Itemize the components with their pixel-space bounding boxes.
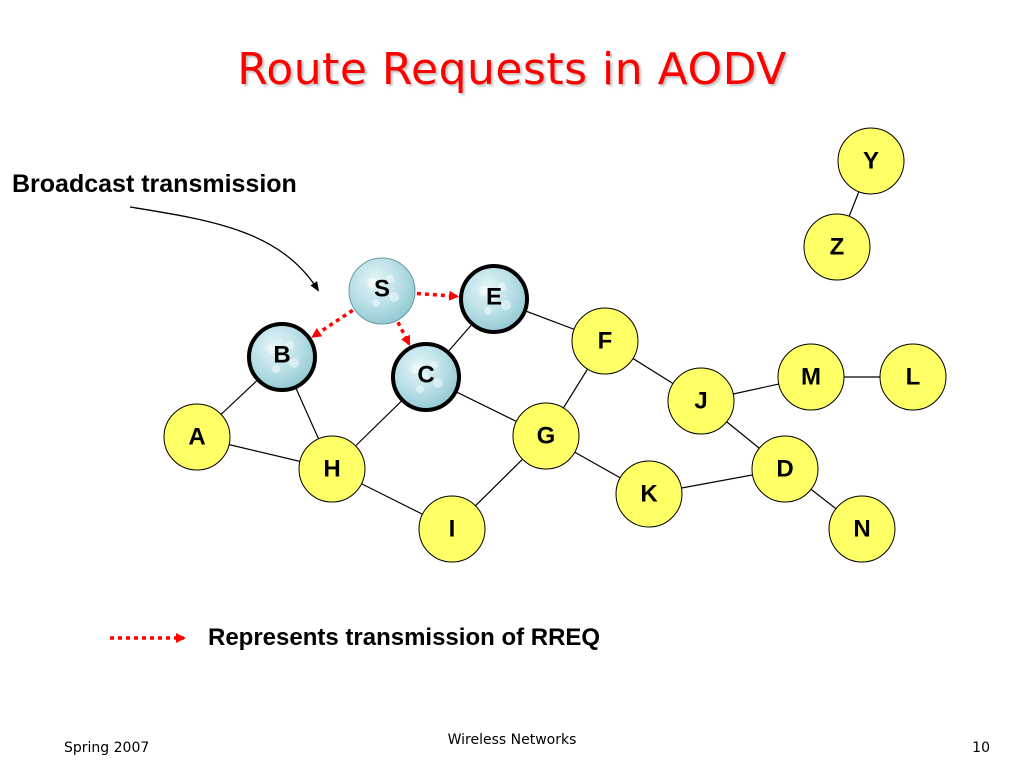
node-s-label: S [374, 276, 390, 303]
node-l: L [879, 343, 947, 411]
node-s-circle [348, 257, 416, 325]
node-d: D [751, 435, 819, 503]
slide-title: Route Requests in AODV [237, 44, 787, 95]
node-y-label: Y [863, 148, 879, 175]
node-l-circle [879, 343, 947, 411]
node-k: K [615, 460, 683, 528]
node-k-label: K [640, 481, 658, 508]
node-j-circle [667, 367, 735, 435]
node-b-label: B [273, 342, 290, 369]
node-m-label: M [801, 364, 821, 391]
footer-course: Wireless Networks [447, 732, 577, 748]
node-l-label: L [906, 364, 921, 391]
texture-bubble [433, 378, 443, 388]
node-m: M [777, 343, 845, 411]
texture-bubble [386, 275, 394, 283]
nodes-layer: S E B C A H I G F J K M L D N Y Z [163, 127, 947, 563]
texture-bubble [501, 300, 511, 310]
texture-bubble [272, 365, 280, 373]
texture-bubble [389, 292, 399, 302]
node-i-label: I [449, 516, 456, 543]
texture-bubble [416, 385, 424, 393]
node-a-label: A [188, 424, 205, 451]
node-c-label: C [417, 362, 434, 389]
texture-bubble [267, 344, 277, 354]
node-e-label: E [486, 284, 502, 311]
texture-bubble [423, 374, 429, 380]
rreq-arrow-s-e [416, 290, 460, 301]
texture-bubble [491, 296, 497, 302]
texture-bubble [484, 307, 492, 315]
texture-bubble [367, 278, 377, 288]
texture-bubble [279, 354, 285, 360]
node-i: I [418, 495, 486, 563]
node-i-circle [418, 495, 486, 563]
node-m-circle [777, 343, 845, 411]
texture-bubble [379, 288, 385, 294]
node-k-circle [615, 460, 683, 528]
callout-arrow [129, 206, 320, 292]
node-d-circle [751, 435, 819, 503]
node-g-circle [512, 402, 580, 470]
node-f-circle [571, 307, 639, 375]
texture-bubble [286, 341, 294, 349]
node-h: H [298, 435, 366, 503]
node-f-label: F [598, 328, 613, 355]
node-g-label: G [537, 423, 556, 450]
node-j-label: J [694, 388, 707, 415]
rreq-arrows-layer [311, 290, 460, 346]
node-n: N [828, 495, 896, 563]
node-a: A [163, 403, 231, 471]
node-g: G [512, 402, 580, 470]
footer-page-number: 10 [972, 740, 990, 756]
footer-date: Spring 2007 [64, 740, 150, 756]
node-j: J [667, 367, 735, 435]
node-n-circle [828, 495, 896, 563]
node-d-label: D [776, 456, 793, 483]
texture-bubble [372, 299, 380, 307]
texture-bubble [289, 358, 299, 368]
node-s: S [348, 257, 416, 325]
rreq-arrow-s-b [311, 308, 354, 339]
node-e-circle [459, 264, 529, 334]
texture-bubble [498, 283, 506, 291]
texture-bubble [479, 286, 489, 296]
node-h-circle [298, 435, 366, 503]
node-h-label: H [323, 456, 340, 483]
node-z-label: Z [830, 234, 845, 261]
texture-bubble [430, 361, 438, 369]
node-c: C [391, 342, 461, 412]
node-y: Y [837, 127, 905, 195]
node-b-circle [247, 322, 317, 392]
texture-bubble [411, 364, 421, 374]
node-e: E [459, 264, 529, 334]
node-n-label: N [853, 516, 870, 543]
node-b: B [247, 322, 317, 392]
node-f: F [571, 307, 639, 375]
rreq-arrow-s-c [396, 321, 411, 346]
node-c-circle [391, 342, 461, 412]
node-z-circle [803, 213, 871, 281]
node-z: Z [803, 213, 871, 281]
legend-label: Represents transmission of RREQ [208, 624, 601, 651]
node-y-circle [837, 127, 905, 195]
broadcast-callout-label: Broadcast transmission [12, 170, 297, 198]
node-a-circle [163, 403, 231, 471]
